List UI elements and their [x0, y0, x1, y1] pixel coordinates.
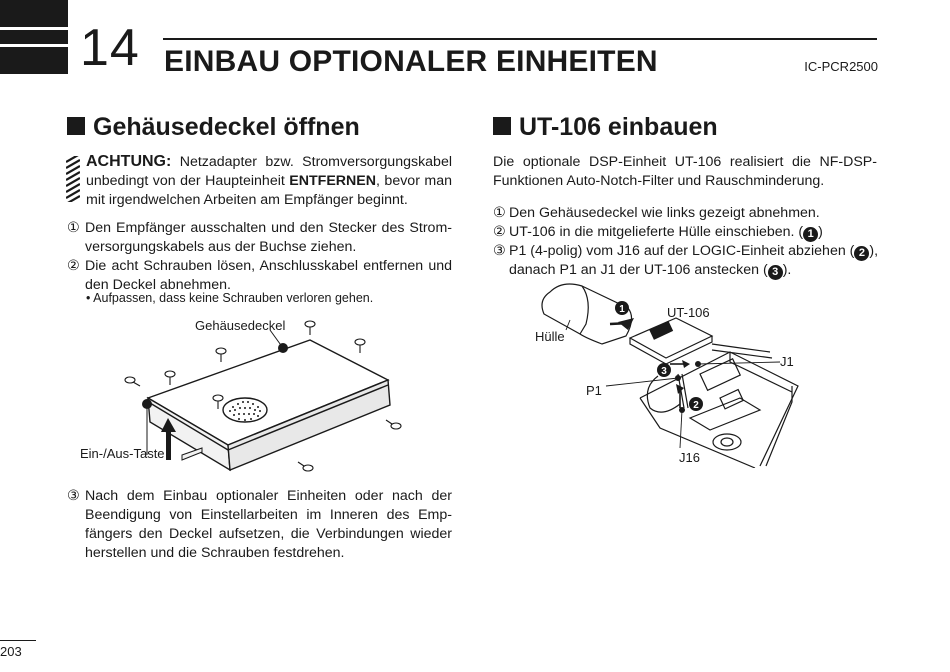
label-p1: P1 — [586, 383, 602, 398]
step-item-3: ③ Nach dem Einbau optionaler Einheiten o… — [67, 488, 452, 561]
step-item: ③ P1 (4-polig) vom J16 auf der LOGIC-Ein… — [493, 243, 879, 280]
caution-block: ACHTUNG: Netzadapter bzw. Stromversorgun… — [86, 152, 452, 210]
chapter-tab-stripe — [0, 44, 68, 47]
step-badge-2: 2 — [854, 246, 870, 261]
page-rule — [0, 640, 36, 641]
ut106-illustration: 1 3 2 — [541, 283, 799, 468]
label-j1: J1 — [780, 354, 794, 369]
chapter-number: 14 — [80, 19, 140, 77]
step-list-left: ① Den Empfänger ausschalten und den Stec… — [67, 219, 452, 295]
section-square-icon — [67, 117, 85, 135]
figure-badge-3: 3 — [661, 366, 667, 377]
label-j16: J16 — [679, 450, 700, 465]
note-screws: • Aufpassen, dass keine Schrauben verlor… — [86, 291, 374, 305]
step-list-right: ① Den Gehäusedeckel wie links gezeigt ab… — [493, 204, 883, 280]
chapter-title: EINBAU OPTIONALER EINHEITEN — [164, 45, 658, 78]
section-title-install-ut106: UT-106 einbauen — [493, 111, 718, 143]
figure-badge-1: 1 — [619, 304, 625, 315]
step-item: ② Die acht Schrauben lösen, Anschlusskab… — [67, 258, 452, 293]
step-badge-1: 1 — [803, 227, 819, 242]
caution-line-2: unbedingt von der Haupteinheit ENTFERNEN… — [86, 173, 452, 189]
section-title-open-cover: Gehäusedeckel öffnen — [67, 111, 360, 143]
section-square-icon — [493, 117, 511, 135]
caution-label: ACHTUNG: — [86, 153, 172, 170]
intro-paragraph: Die optionale DSP-Einheit UT-106 realisi… — [493, 154, 877, 189]
model-name: IC-PCR2500 — [804, 59, 878, 74]
chapter-tab — [0, 0, 68, 74]
label-ut106: UT-106 — [667, 305, 710, 320]
caution-line-1: ACHTUNG: Netzadapter bzw. Stromversorgun… — [86, 153, 452, 170]
label-huelle: Hülle — [535, 329, 565, 344]
caution-hatch-icon — [66, 156, 80, 202]
figure-badge-2: 2 — [693, 400, 699, 411]
step-item: ① Den Gehäusedeckel wie links gezeigt ab… — [493, 205, 820, 221]
step-item: ① Den Empfänger ausschalten und den Stec… — [67, 220, 452, 255]
label-power-switch: Ein-/Aus-Taste — [80, 446, 165, 461]
caution-line-3: mit irgendwelchen Arbeiten am Empfänger … — [86, 192, 408, 208]
figure-badges — [615, 301, 703, 411]
housing-illustration — [124, 320, 402, 472]
step-badge-3: 3 — [767, 265, 783, 280]
header-rule — [163, 38, 877, 40]
label-gehaeusedeckel: Gehäusedeckel — [195, 318, 286, 333]
page-number: 203 — [0, 644, 22, 659]
chapter-tab-stripe — [0, 27, 68, 30]
step-item: ② UT-106 in die mitgelieferte Hülle eins… — [493, 224, 823, 242]
